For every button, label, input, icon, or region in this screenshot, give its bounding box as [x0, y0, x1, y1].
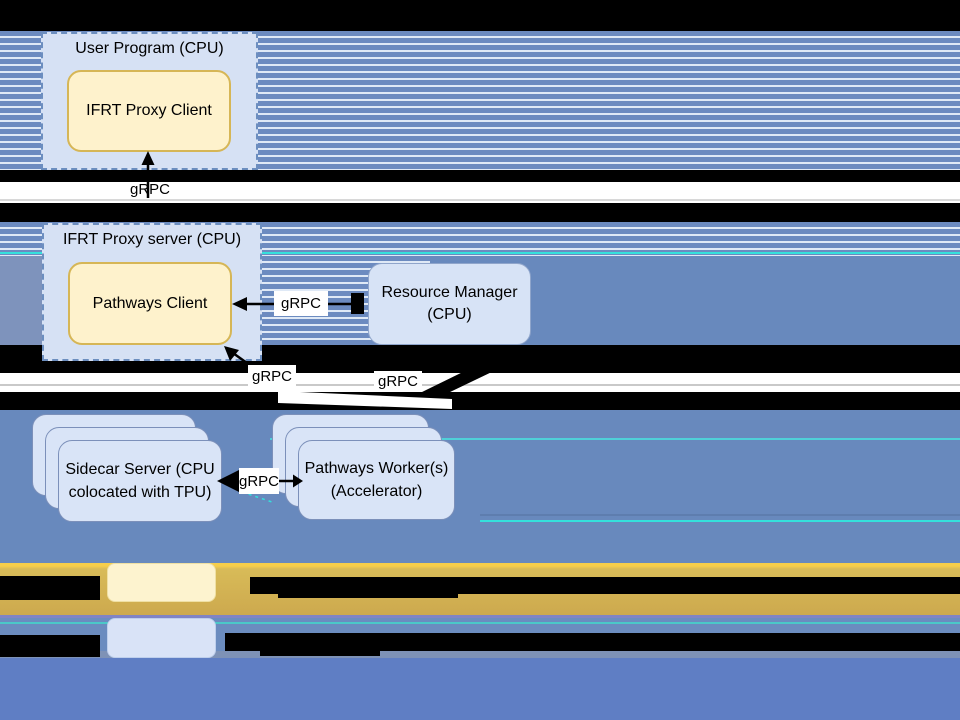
glitch-cyan-line-2: [270, 438, 960, 440]
grpc-label-rm-workers: gRPC: [374, 371, 422, 391]
sidecar-server-line1: Sidecar Server (CPU: [65, 461, 215, 478]
glitch-gray-line-2: [0, 384, 960, 386]
solid-blue-bottom: [0, 658, 960, 720]
gray-blue-strip: [0, 651, 960, 658]
glitch-band-top-black: [0, 0, 960, 31]
pathways-workers-box: Pathways Worker(s) (Accelerator): [298, 440, 455, 520]
sidecar-server-line2: colocated with TPU): [68, 484, 212, 501]
glitch-band-white-1: [0, 182, 960, 203]
pathways-client-label: Pathways Client: [92, 294, 208, 312]
ifrt-proxy-client-label: IFRT Proxy Client: [86, 102, 212, 119]
grpc-label-rm-client: gRPC: [274, 291, 328, 316]
glitch-band-black-5: [0, 392, 960, 410]
glitch-cyan-line-3: [480, 520, 960, 522]
glitch-purple-line: [0, 615, 960, 618]
glitch-gray-line-1: [0, 199, 960, 201]
glitch-solid-left: [0, 256, 42, 345]
grpc-label-sidecar-workers: gRPC: [239, 468, 279, 494]
glitch-cyan-line-1: [0, 252, 960, 254]
resource-manager-box: Resource Manager (CPU): [368, 263, 531, 345]
pathways-client-box: Pathways Client: [68, 262, 232, 345]
resource-manager-line2: (CPU): [427, 306, 472, 323]
grpc-label-sidecar-client: gRPC: [248, 365, 296, 387]
grpc-label-client: gRPC: [129, 180, 170, 198]
legend-swatch-yellow: [107, 563, 216, 602]
redacted-text-bar: [278, 590, 458, 598]
redacted-text-bar: [260, 649, 380, 656]
redacted-text-bar: [0, 576, 100, 600]
pathways-workers-line2: (Accelerator): [330, 483, 423, 500]
redacted-text-bar: [250, 577, 960, 594]
sidecar-server-box: Sidecar Server (CPU colocated with TPU): [58, 440, 222, 522]
redacted-text-bar: [225, 633, 960, 651]
resource-manager-line1: Resource Manager: [381, 284, 518, 301]
pathways-workers-line1: Pathways Worker(s): [304, 460, 449, 477]
glitch-cyan-line-4: [0, 622, 960, 624]
glitch-band-black-3: [0, 203, 960, 222]
glitch-band-black-2: [0, 170, 960, 182]
ifrt-proxy-client-box: IFRT Proxy Client: [67, 70, 231, 152]
redacted-text-bar: [0, 635, 100, 657]
glitch-band-white-2: [0, 373, 960, 392]
legend-swatch-blue: [107, 618, 216, 658]
user-program-title: User Program (CPU): [75, 40, 224, 57]
ifrt-proxy-server-title: IFRT Proxy server (CPU): [62, 231, 242, 248]
glitch-dark-line-1: [480, 514, 960, 516]
